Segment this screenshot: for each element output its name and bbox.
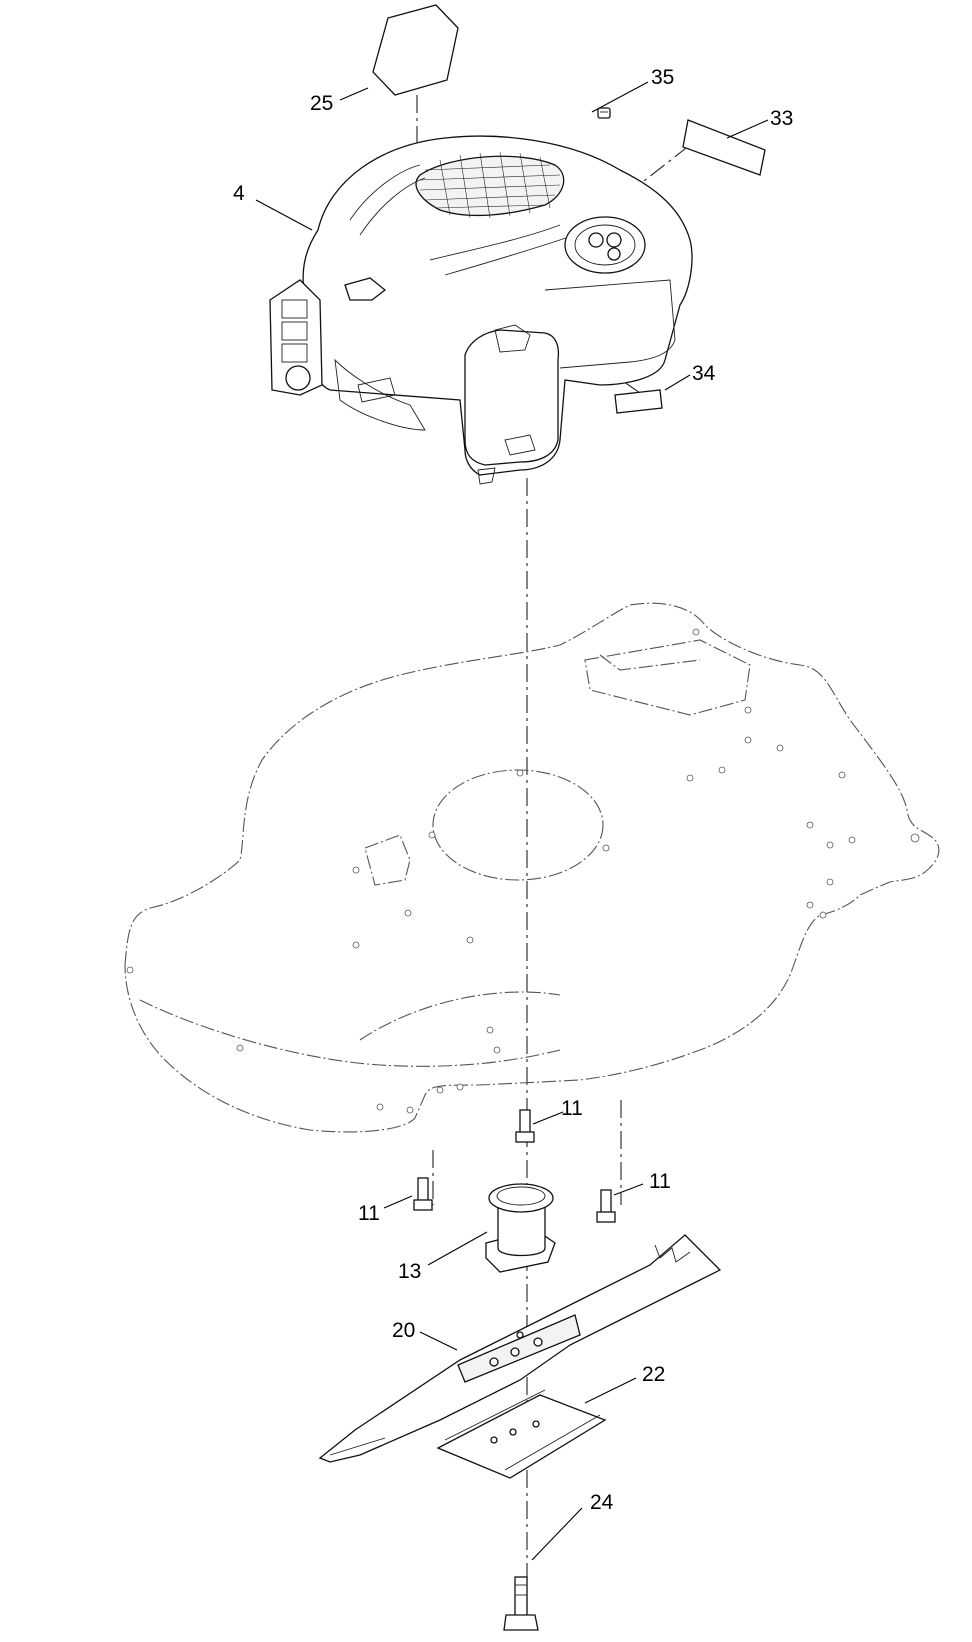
mower-deck-phantom [124,602,940,1133]
callout-24: 24 [590,1491,614,1514]
callout-13: 13 [398,1260,421,1283]
blade-20 [318,1234,722,1463]
callout-11-center: 11 [561,1097,583,1120]
callout-33: 33 [770,107,793,130]
engine-4 [269,135,693,485]
callout-34: 34 [692,362,716,385]
decal-25 [372,4,459,96]
decal-33 [682,119,766,176]
blade-adapter-13 [485,1183,556,1273]
callout-35: 35 [651,66,674,89]
stiffener-22 [436,1389,607,1479]
callout-4: 4 [233,182,245,205]
bolt-11-right [596,1189,616,1223]
callout-25: 25 [310,92,333,115]
callout-22: 22 [642,1363,665,1386]
plug-35 [597,107,611,119]
bolt-11-center [515,1109,535,1143]
callout-11-right: 11 [649,1170,671,1193]
decal-34 [614,389,663,414]
blade-bolt-24 [503,1576,539,1631]
bolt-11-left [413,1177,433,1211]
leader-lines [255,81,769,1561]
callout-11-left: 11 [358,1202,380,1225]
callout-20: 20 [392,1319,415,1342]
